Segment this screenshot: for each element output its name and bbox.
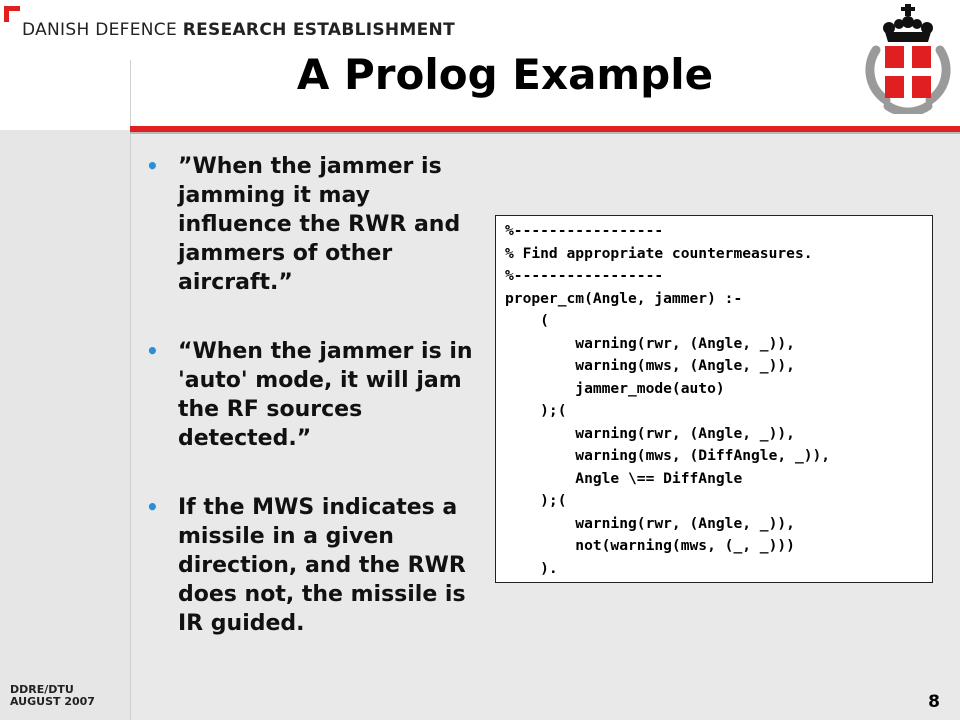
footer: DDRE/DTU AUGUST 2007 [10,684,95,708]
bullet-item: • ”When the jammer is jamming it may infl… [140,152,485,297]
bullet-dot-icon: • [146,154,159,178]
title-underline [130,126,960,132]
prolog-code: %----------------- % Find appropriate co… [505,222,831,577]
left-band [0,130,130,720]
bullet-list: • ”When the jammer is jamming it may infl… [140,152,485,678]
organization-name-bold: RESEARCH ESTABLISHMENT [182,20,455,40]
bullet-dot-icon: • [146,339,159,363]
organization-name-light: DANISH DEFENCE [22,20,183,40]
bullet-dot-icon: • [146,495,159,519]
bullet-item: • “When the jammer is in 'auto' mode, it … [140,337,485,453]
title-underline-shadow [130,132,960,134]
page-number: 8 [928,692,940,712]
bullet-text: If the MWS indicates a missile in a give… [178,495,466,636]
red-corner-icon [4,6,20,22]
footer-line-2: AUGUST 2007 [10,695,95,708]
footer-line-1: DDRE/DTU [10,683,74,696]
bullet-text: ”When the jammer is jamming it may influ… [178,154,461,295]
code-box: %----------------- % Find appropriate co… [495,215,933,583]
bullet-text: “When the jammer is in 'auto' mode, it w… [178,339,473,451]
header-divider [130,60,131,720]
bullet-item: • If the MWS indicates a missile in a giv… [140,493,485,638]
slide-title: A Prolog Example [296,50,714,99]
ddre-logo-icon [865,4,951,114]
organization-name: DANISH DEFENCE RESEARCH ESTABLISHMENT [22,20,455,40]
